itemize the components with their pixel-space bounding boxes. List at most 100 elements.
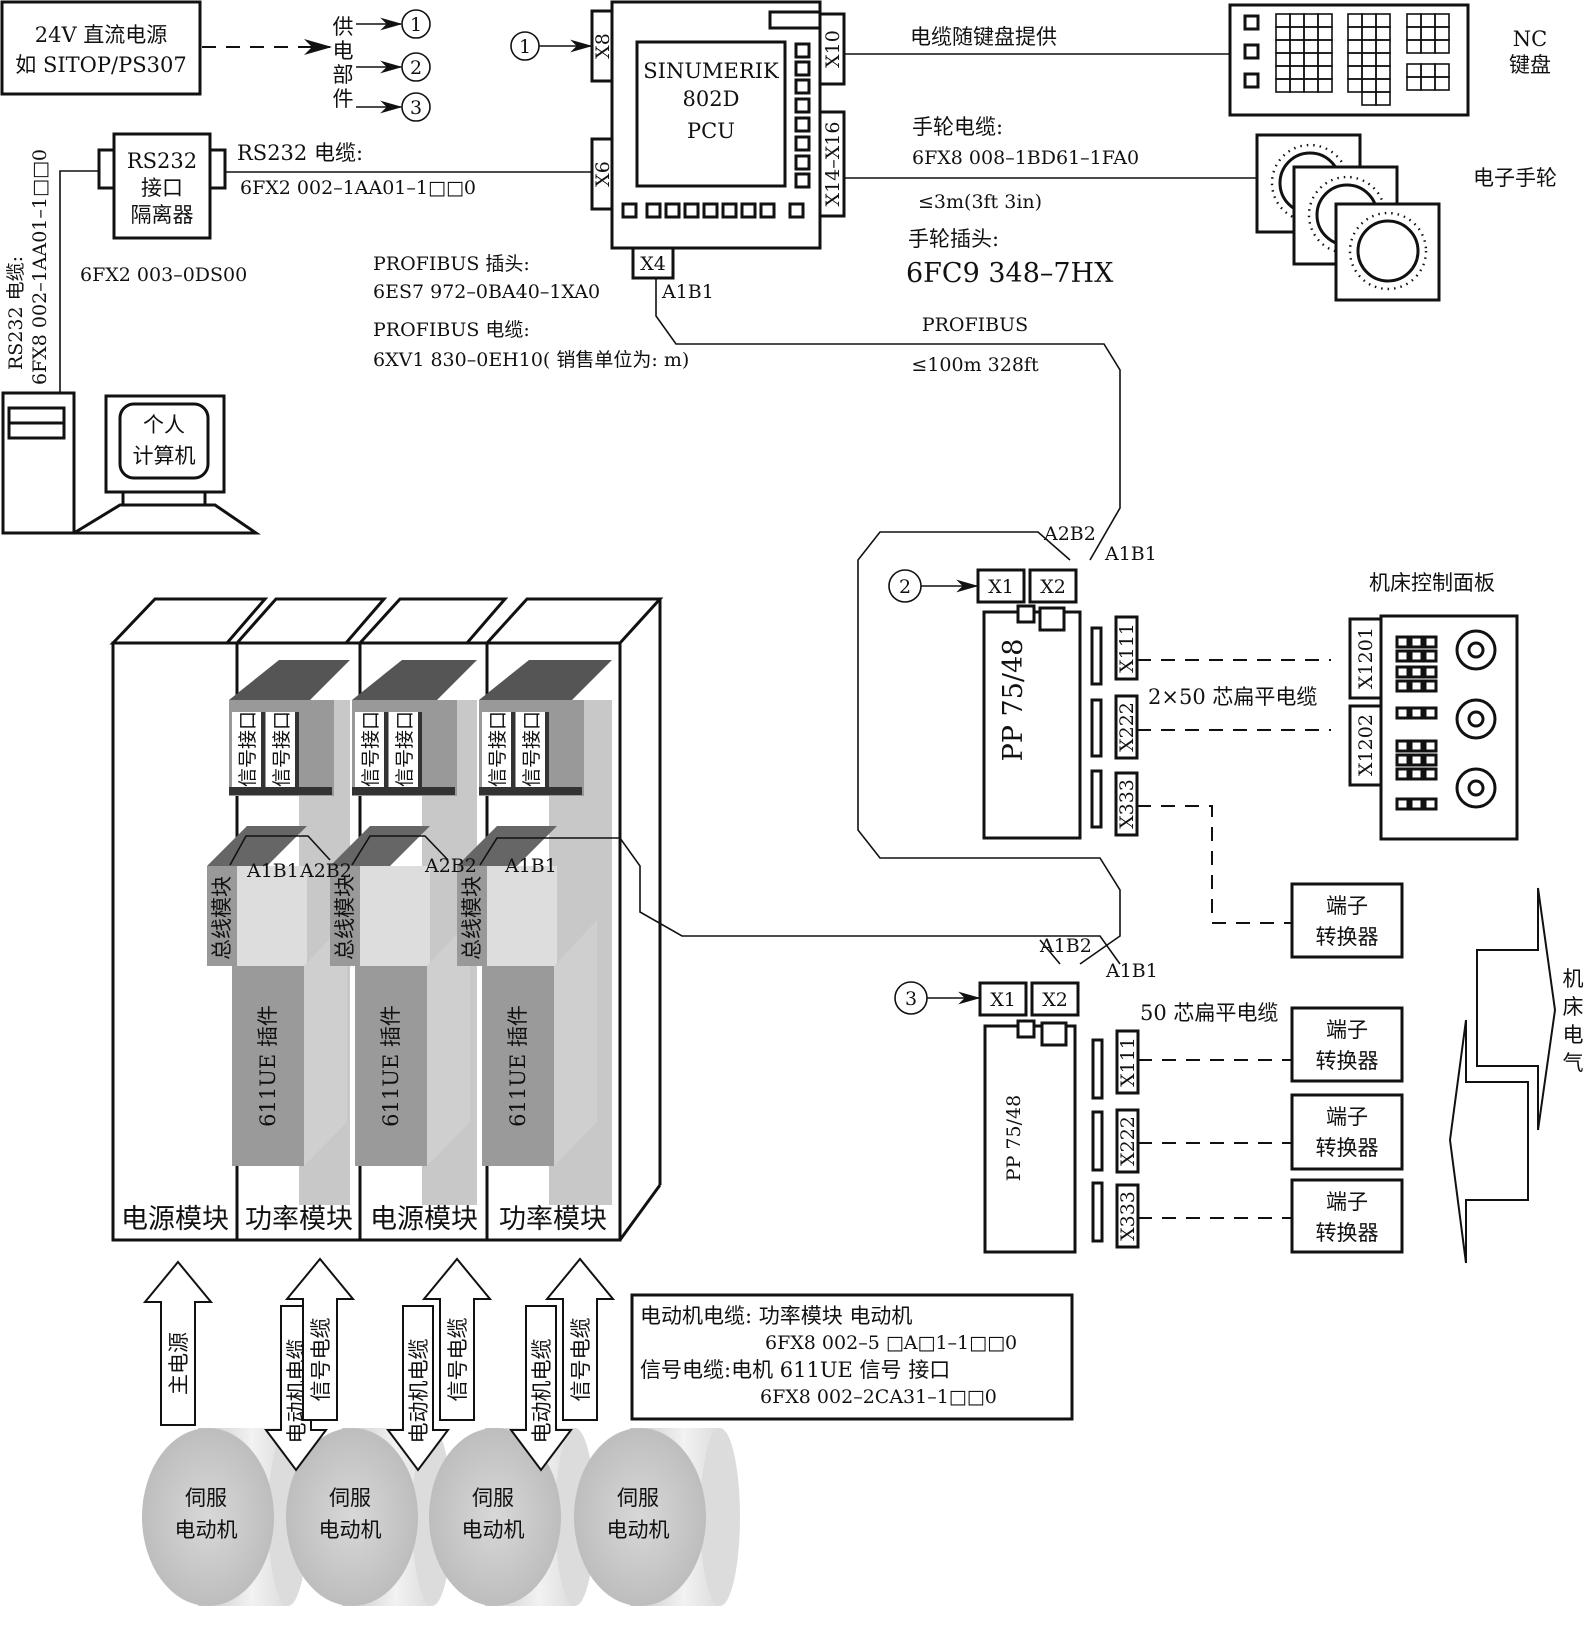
machine-control-panel: 机床控制面板 X1201 X1202 (1348, 571, 1519, 841)
x4-pin-label: A1B1 (661, 281, 714, 303)
key (1375, 26, 1391, 41)
circle-label: 1 (519, 36, 531, 58)
profibus-cable-pp1-to-pp2 (857, 531, 1121, 965)
converter-label-1: 端子 (1326, 1105, 1368, 1129)
converter-label-1: 端子 (1326, 1190, 1368, 1214)
legend-line-1: 电动机电缆: 功率模块 电动机 (640, 1304, 912, 1328)
motor-label-2: 电动机 (607, 1518, 670, 1542)
key (1289, 13, 1305, 28)
machine-electrical-arrows: 机 床 电 气 (1448, 887, 1584, 1264)
key (1289, 78, 1305, 93)
motor-label-1: 伺服 (617, 1486, 659, 1510)
key (1317, 78, 1333, 93)
pp2-pin-left: A1B2 (1039, 935, 1092, 957)
key (1317, 52, 1333, 67)
pc-label-2: 计算机 (133, 444, 196, 468)
profibus-plug-part: 6ES7 972–0BA40–1XA0 (373, 281, 600, 303)
pc-monitor-icon (104, 394, 226, 494)
nc-keyboard-label-1: NC (1513, 27, 1547, 51)
keyboard-keys (1275, 13, 1450, 106)
personal-computer: 个人 计算机 (1, 391, 261, 535)
key (1406, 76, 1422, 91)
panel-key (1423, 679, 1438, 693)
profibus-cable-pcu-to-pp1 (655, 278, 1121, 561)
key (1303, 26, 1319, 41)
power-supply-box: 24V 直流电源 如 SITOP/PS307 (0, 0, 202, 96)
profibus-plug-title: PROFIBUS 插头: (373, 253, 530, 275)
arrow-label: 信号电缆 (309, 1318, 333, 1402)
port-label: X2 (1042, 989, 1068, 1011)
panel-keys (1395, 635, 1438, 811)
isolator-label-1: RS232 (127, 149, 197, 173)
machine-electrical-char: 床 (1563, 995, 1584, 1019)
port-label: X14–X16 (822, 122, 844, 207)
machine-electrical-char: 气 (1563, 1051, 1584, 1075)
supply-char: 件 (333, 87, 354, 111)
key (1375, 65, 1391, 80)
handwheel-icon (1334, 202, 1441, 302)
signal-port-label: 信号接口 (237, 711, 259, 787)
key (1406, 63, 1422, 78)
bus-pin-label: A2B2 (299, 860, 352, 882)
circle-label: 3 (410, 97, 422, 119)
bus-module-label: 总线模块 (460, 876, 484, 960)
converter-label-1: 端子 (1326, 894, 1368, 918)
pc-tower-icon (1, 391, 76, 535)
port-label: X10 (822, 30, 844, 68)
profibus-bus-length: ≤100m 328ft (911, 354, 1039, 376)
key (1361, 65, 1377, 80)
key (1434, 13, 1450, 28)
terminal-converter-2: 端子 转换器 (1290, 1006, 1404, 1083)
key (1347, 13, 1363, 28)
key (1406, 26, 1422, 41)
panel-key (1423, 635, 1438, 649)
pp1-name: PP 75/48 (998, 639, 1029, 762)
signal-cable-arrow-1: 信号电缆 (284, 1257, 356, 1421)
pp1-pin-right: A1B1 (1104, 543, 1157, 565)
circle-label: 2 (899, 576, 911, 598)
key (1289, 26, 1305, 41)
drive-plugin-3: 信号接口信号接口总线模块611UE 插件 (457, 660, 612, 1205)
pcu-port-x8: X8 (590, 9, 614, 83)
panel-key (1423, 753, 1438, 767)
panel-key (1423, 706, 1438, 720)
port-label: X333 (1117, 1191, 1139, 1241)
key (1317, 39, 1333, 54)
motor-cable-arrow-2: 电动机电缆 (386, 1305, 450, 1472)
key (1275, 65, 1291, 80)
pp-module-1: 2 X1 X2 PP 75/48 X111 X222 X333 (888, 568, 1139, 840)
module-label: 电源模块 (370, 1204, 478, 1235)
key (1347, 26, 1363, 41)
supply-output-2: 2 (356, 52, 431, 82)
port-label: X2 (1040, 576, 1066, 598)
key (1361, 78, 1377, 93)
panel-knob-icon (1455, 767, 1497, 809)
plugin-label: 611UE 插件 (256, 1005, 280, 1127)
pcu-title-3: PCU (687, 119, 735, 143)
circle-label: 1 (410, 14, 422, 36)
key (1317, 65, 1333, 80)
key (1375, 13, 1391, 28)
signal-cable-arrow-2: 信号电缆 (421, 1257, 493, 1421)
key (1347, 78, 1363, 93)
flat-cable-x333 (1137, 805, 1292, 924)
arrow-label: 电动机电缆 (530, 1339, 554, 1444)
panel-key (1423, 649, 1438, 663)
pp2-name: PP 75/48 (1003, 1095, 1025, 1181)
key (1420, 76, 1436, 91)
key (1361, 13, 1377, 28)
arrow-label: 信号电缆 (446, 1318, 470, 1402)
pcu-title-2: 802D (683, 87, 740, 111)
key (1289, 65, 1305, 80)
panel-key (1395, 679, 1410, 693)
key (1317, 26, 1333, 41)
cable-arrows: 主电源电动机电缆信号电缆电动机电缆信号电缆电动机电缆信号电缆 (142, 1257, 616, 1472)
pcu-port-x4: X4 (631, 246, 675, 280)
arrow-label: 信号电缆 (569, 1318, 593, 1402)
panel-knob-icon (1455, 698, 1497, 740)
panel-key (1423, 767, 1438, 781)
